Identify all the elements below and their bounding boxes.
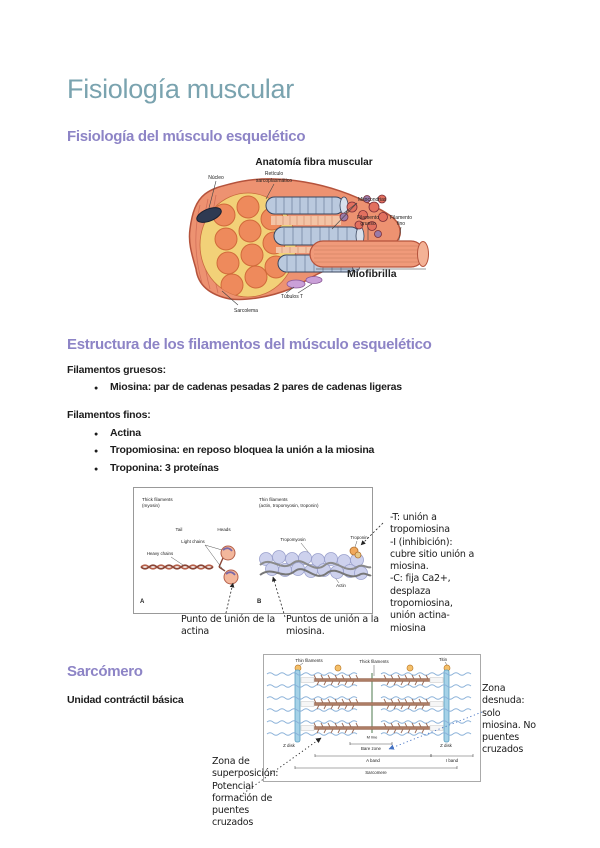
label-heads: Heads xyxy=(217,527,231,532)
label-sarcomere: Sarcomere xyxy=(365,770,387,775)
figure2-pointer-lines xyxy=(170,540,358,584)
label-troponin: Troponin xyxy=(350,535,368,540)
myofibril-protruding-cylinder xyxy=(309,240,429,270)
label-reticulo-1: Retículo xyxy=(265,171,284,177)
overlap-zone-annotation: Zona de superposición: Potencial formaci… xyxy=(212,756,279,829)
list-item: Troponina: 3 proteínas xyxy=(90,460,374,479)
label-filamento-grueso-1: Filamento xyxy=(357,215,379,221)
label-heavy-chains: Heavy chains xyxy=(147,551,174,556)
panelB-letter: B xyxy=(257,599,262,605)
label-mitocondrias: Mitocondrias xyxy=(358,197,387,203)
filament-end-caps xyxy=(300,677,444,731)
label-light-chains: Light chains xyxy=(181,539,205,544)
bare-zone-annotation: Zona desnuda: solo miosina. No puentes c… xyxy=(482,683,536,756)
thin-filaments-label: Filamentos finos: xyxy=(67,409,151,421)
panelB-header-2: (actin, tropomyosin, troponin) xyxy=(259,503,319,508)
panelA-header-2: (myosin) xyxy=(142,503,160,508)
figure-sarcomere: Thin filaments Thick filaments Titin xyxy=(185,645,585,848)
label-thick-filaments: Thick filaments xyxy=(359,659,389,664)
label-sarcolema: Sarcolema xyxy=(234,308,258,314)
myosin-tail-rope xyxy=(140,557,226,572)
label-bare-zone: Bare zone xyxy=(361,746,382,751)
list-item: Actina xyxy=(90,425,374,444)
label-tail: Tail xyxy=(176,527,183,532)
label-i-band: I band xyxy=(446,758,459,763)
figure2-frame xyxy=(133,487,373,614)
label-tubulos-t: Túbulos T xyxy=(281,294,303,300)
heading-sarcomere: Sarcómero xyxy=(67,663,143,680)
thick-filaments-list: Miosina: par de cadenas pesadas 2 pares … xyxy=(90,379,402,398)
panelA-header-1: Thick filaments xyxy=(142,497,173,502)
label-z-disk-right: Z disk xyxy=(440,743,453,748)
caption-actin-binding-site: Punto de unión de la actina xyxy=(181,614,275,638)
bare-zone-arrow xyxy=(388,711,483,750)
heading-skeletal-muscle: Fisiología del músculo esquelético xyxy=(67,128,306,145)
measurement-brackets xyxy=(294,742,474,769)
troponin-annotation: -T: unión a tropomiosina -I (inhibición)… xyxy=(390,512,475,634)
heading-filament-structure: Estructura de los filamentos del músculo… xyxy=(67,336,432,353)
troponin-molecule xyxy=(349,546,362,559)
z-disk-right-bar xyxy=(443,669,450,743)
myosin-heads xyxy=(220,545,239,585)
caption-myosin-binding-sites: Puntos de unión a la miosina. xyxy=(286,614,379,638)
label-nucleo: Núcleo xyxy=(208,175,224,181)
label-m-line: M line xyxy=(367,735,378,740)
label-z-disk-left: Z disk xyxy=(283,743,296,748)
figure2-dashed-arrows xyxy=(224,522,384,618)
z-disk-left-bar xyxy=(294,669,301,743)
tropomyosin-strands xyxy=(259,560,372,578)
figure1-pointer-lines xyxy=(208,180,402,306)
figure-muscle-fiber-anatomy: Anatomía fibra muscular Núcleo Retículo … xyxy=(186,155,442,328)
thin-filaments-list: Actina Tropomiosina: en reposo bloquea l… xyxy=(90,425,374,479)
page-title: Fisiología muscular xyxy=(67,74,294,104)
label-thin-filaments: Thin filaments xyxy=(295,658,323,663)
label-filamento-fino-1: Filamento xyxy=(390,215,412,221)
sarcomere-body-text: Unidad contráctil básica xyxy=(67,694,184,706)
label-filamento-fino-2: fino xyxy=(397,221,405,227)
label-filamento-grueso-2: grueso xyxy=(360,221,376,227)
label-a-band: A band xyxy=(366,758,380,763)
label-miofibrilla: Miofibrilla xyxy=(347,268,397,280)
panelA-letter: A xyxy=(140,599,145,605)
thick-filaments-label: Filamentos gruesos: xyxy=(67,364,166,376)
figure1-title: Anatomía fibra muscular xyxy=(255,157,372,168)
label-titin: Titin xyxy=(439,657,448,662)
list-item: Miosina: par de cadenas pesadas 2 pares … xyxy=(90,379,402,398)
label-tropomyosin: Tropomyosin xyxy=(280,537,306,542)
figure-filaments: Thick filaments (myosin) Tail Heads Ligh… xyxy=(133,487,403,650)
panelB-header-1: Thin filaments xyxy=(259,497,288,502)
nucleus-shape xyxy=(196,207,222,223)
t-tubule-shapes xyxy=(286,276,323,289)
list-item: Tropomiosina: en reposo bloquea la unión… xyxy=(90,442,374,461)
label-reticulo-2: sarcoplasmático xyxy=(256,178,292,184)
label-actin: Actin xyxy=(336,583,346,588)
